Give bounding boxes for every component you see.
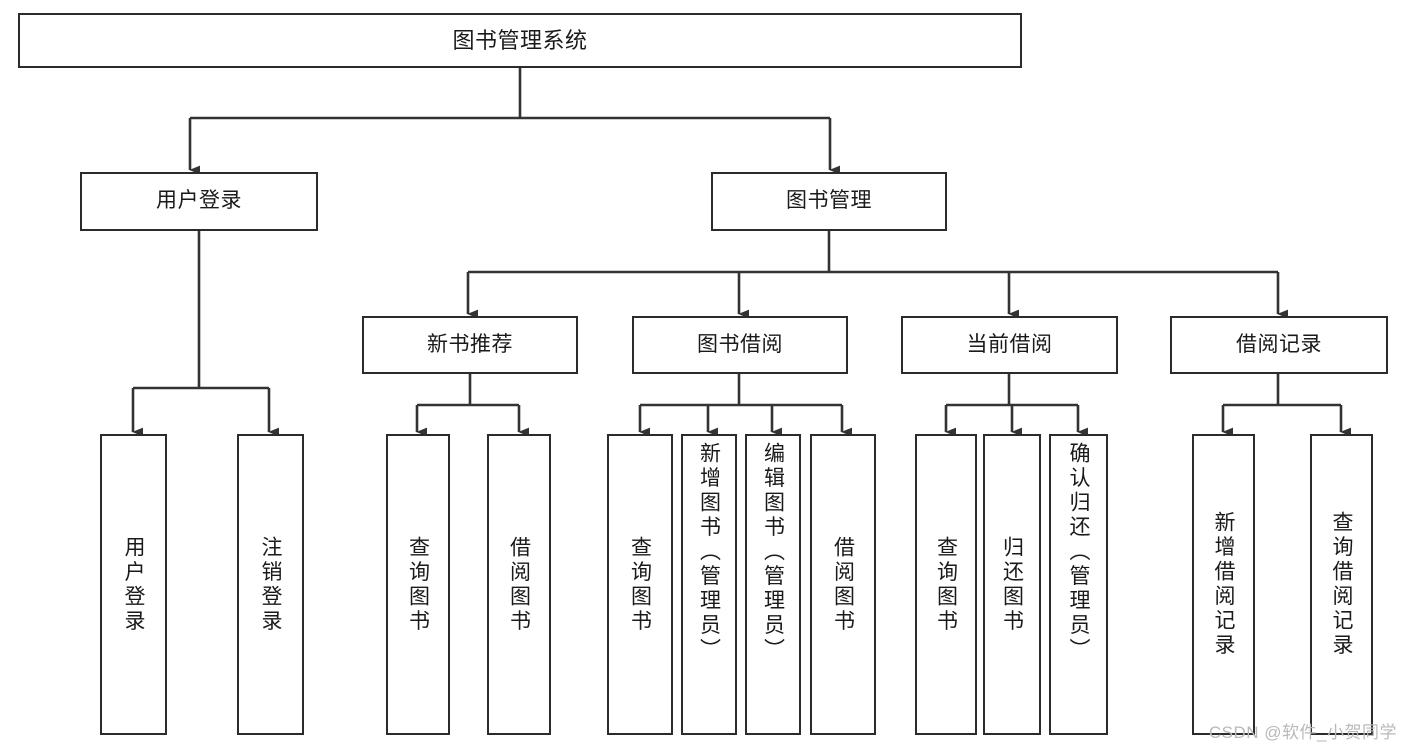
leaf-query-books-current[interactable]: 查询图书 (915, 434, 977, 735)
leaf-confirm-return-admin[interactable]: 确认归还（管理员） (1049, 434, 1108, 735)
leaf-query-books-borrow[interactable]: 查询图书 (607, 434, 673, 735)
node-user-login[interactable]: 用户登录 (80, 172, 318, 231)
leaf-query-books-new-book-label: 查询图书 (406, 535, 430, 634)
leaf-add-book-admin-label: 新增图书（管理员） (697, 442, 721, 663)
leaf-add-borrow-record[interactable]: 新增借阅记录 (1192, 434, 1255, 735)
node-root-book-management-system[interactable]: 图书管理系统 (18, 13, 1022, 68)
leaf-add-borrow-record-label: 新增借阅记录 (1212, 511, 1235, 658)
leaf-query-borrow-record[interactable]: 查询借阅记录 (1310, 434, 1373, 735)
node-book-borrow-label: 图书借阅 (697, 332, 783, 356)
leaf-add-book-admin[interactable]: 新增图书（管理员） (681, 434, 737, 735)
leaf-edit-book-admin[interactable]: 编辑图书（管理员） (745, 434, 801, 735)
node-user-login-label: 用户登录 (156, 189, 242, 213)
node-book-management[interactable]: 图书管理 (711, 172, 947, 231)
leaf-user-login-label: 用户登录 (122, 535, 145, 634)
node-current-borrow-label: 当前借阅 (966, 332, 1053, 356)
leaf-query-borrow-record-label: 查询借阅记录 (1330, 511, 1353, 658)
leaf-query-books-borrow-label: 查询图书 (628, 535, 652, 634)
node-root-label: 图书管理系统 (452, 27, 588, 53)
leaf-borrow-books-borrow-label: 借阅图书 (831, 535, 855, 634)
leaf-return-books-label: 归还图书 (1000, 535, 1024, 634)
leaf-borrow-books-new-book[interactable]: 借阅图书 (487, 434, 551, 735)
leaf-query-books-current-label: 查询图书 (934, 535, 958, 634)
leaf-confirm-return-admin-label: 确认归还（管理员） (1067, 442, 1090, 663)
node-new-book-recommend-label: 新书推荐 (427, 332, 513, 356)
leaf-return-books[interactable]: 归还图书 (983, 434, 1041, 735)
leaf-borrow-books-borrow[interactable]: 借阅图书 (810, 434, 876, 735)
leaf-user-login[interactable]: 用户登录 (100, 434, 167, 735)
leaf-logout-login[interactable]: 注销登录 (237, 434, 304, 735)
leaf-borrow-books-new-book-label: 借阅图书 (507, 535, 531, 634)
node-borrow-record-label: 借阅记录 (1236, 332, 1322, 356)
node-new-book-recommend[interactable]: 新书推荐 (362, 316, 578, 374)
node-book-borrow[interactable]: 图书借阅 (632, 316, 848, 374)
node-current-borrow[interactable]: 当前借阅 (901, 316, 1118, 374)
node-borrow-record[interactable]: 借阅记录 (1170, 316, 1388, 374)
node-book-management-label: 图书管理 (786, 189, 872, 213)
leaf-query-books-new-book[interactable]: 查询图书 (386, 434, 450, 735)
leaf-edit-book-admin-label: 编辑图书（管理员） (761, 442, 785, 663)
leaf-logout-login-label: 注销登录 (259, 535, 282, 634)
